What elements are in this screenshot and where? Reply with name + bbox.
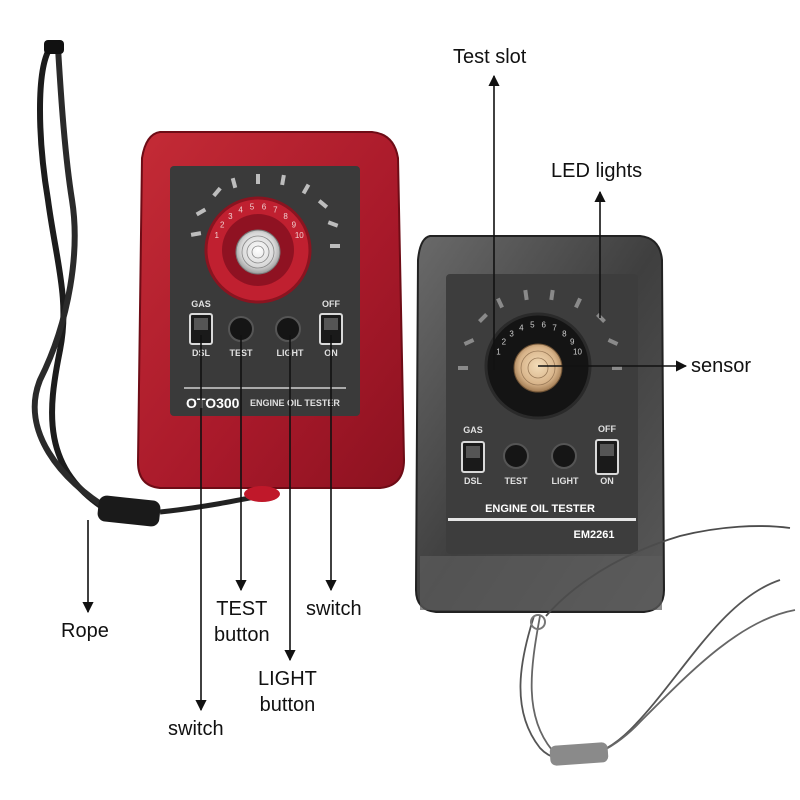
gray-dial-number: 1 xyxy=(496,348,501,357)
callout-led-lights: LED lights xyxy=(551,160,643,182)
red-dial-number: 9 xyxy=(292,220,297,229)
callout-light-button-line2: button xyxy=(259,694,316,716)
gray-dial-number: 4 xyxy=(519,323,524,332)
callout-test-button-line2: button xyxy=(214,624,270,646)
gray-light-label: LIGHT xyxy=(552,476,579,486)
gray-gas-label: GAS xyxy=(463,425,483,435)
red-dial-number: 2 xyxy=(220,220,225,229)
red-dial-number: 4 xyxy=(238,206,243,215)
red-sensor xyxy=(235,229,281,275)
red-dial-number: 3 xyxy=(228,212,233,221)
red-off-label: OFF xyxy=(322,299,340,309)
callout-switch-left: switch xyxy=(168,718,224,740)
gray-led-ticks xyxy=(458,289,622,370)
gray-dial-number: 10 xyxy=(573,348,582,357)
gray-title-label: ENGINE OIL TESTER xyxy=(485,503,595,515)
gray-dial-number: 2 xyxy=(502,338,507,347)
red-dial-number: 6 xyxy=(262,202,267,211)
gray-test-button xyxy=(503,443,529,469)
gray-model-label: EM2261 xyxy=(574,529,615,541)
red-model-label: OTO300 xyxy=(186,395,240,411)
gray-dial-number: 9 xyxy=(570,338,575,347)
gray-dial-number: 3 xyxy=(509,329,514,338)
callout-light-button-line1: LIGHT xyxy=(258,668,317,690)
red-oil-tester: GAS DSL TEST LIGHT OFF ON OTO300 ENGINE … xyxy=(136,131,406,502)
red-dial-number: 10 xyxy=(295,231,304,240)
gray-dial-number: 5 xyxy=(530,320,535,329)
callout-test-button: TEST button xyxy=(214,596,270,648)
callout-arrows xyxy=(82,74,688,712)
callout-sensor: sensor xyxy=(691,355,752,377)
red-dial-number: 5 xyxy=(250,202,255,211)
gray-dial-number: 8 xyxy=(562,329,567,338)
rope-right-stopper xyxy=(549,742,609,766)
gray-dial-number: 6 xyxy=(541,320,546,329)
gray-test-label: TEST xyxy=(504,476,528,486)
gray-light-button xyxy=(551,443,577,469)
red-title-label: ENGINE OIL TESTER xyxy=(250,398,340,408)
callout-switch-right: switch xyxy=(306,598,362,620)
red-light-button xyxy=(275,316,301,342)
callout-test-slot: Test slot xyxy=(453,46,527,68)
gray-oil-tester: GAS DSL TEST LIGHT OFF ON ENGINE OIL TES… xyxy=(414,235,666,613)
callout-light-button: LIGHT button xyxy=(258,666,317,718)
callout-rope: Rope xyxy=(61,620,109,642)
gray-dsl-label: DSL xyxy=(464,476,483,486)
red-gas-label: GAS xyxy=(191,299,211,309)
rope-stopper xyxy=(97,495,161,527)
gray-on-label: ON xyxy=(600,476,614,486)
red-dial-number: 8 xyxy=(283,212,288,221)
red-led-ticks xyxy=(190,174,340,248)
callout-test-button-line1: TEST xyxy=(216,598,268,620)
red-dial-number: 7 xyxy=(273,206,278,215)
rope-left xyxy=(31,40,271,527)
gray-dial-number: 7 xyxy=(552,323,557,332)
rope-right xyxy=(519,525,796,766)
red-dial-number: 1 xyxy=(214,231,219,240)
gray-off-label: OFF xyxy=(598,424,616,434)
